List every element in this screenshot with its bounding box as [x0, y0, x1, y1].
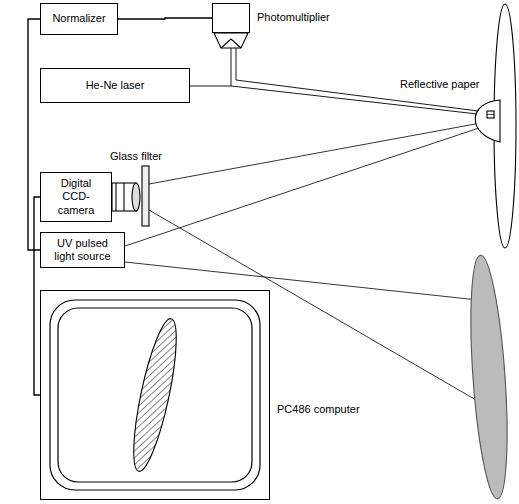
photomultiplier-optics [214, 33, 248, 48]
laser-box: He-Ne laser [40, 68, 190, 103]
laser-beam [190, 48, 486, 115]
camera-lens [112, 183, 140, 211]
box-label: He-Ne laser [86, 79, 145, 92]
target-label: Reflective paper [400, 78, 480, 91]
box-label: Normalizer [52, 12, 105, 25]
box-label: UV pulsed light source [46, 237, 119, 263]
blade-image [125, 316, 185, 474]
normalizer-box: Normalizer [40, 3, 118, 35]
photomultiplier-box: Photomultiplier [212, 3, 250, 33]
camera-box: Digital CCD-camera [40, 172, 112, 222]
box-label: Digital CCD-camera [46, 177, 106, 217]
monitor [50, 300, 260, 490]
computer-box: PC486 computer [40, 290, 270, 500]
filter-label: Glass filter [110, 150, 162, 163]
light-source-box: UV pulsed light source [40, 232, 125, 268]
glass-filter [142, 166, 149, 226]
box-label: PC486 computer [277, 403, 360, 415]
optical-path [125, 122, 488, 400]
signal-wire [118, 18, 212, 19]
box-label: Photomultiplier [257, 11, 330, 23]
